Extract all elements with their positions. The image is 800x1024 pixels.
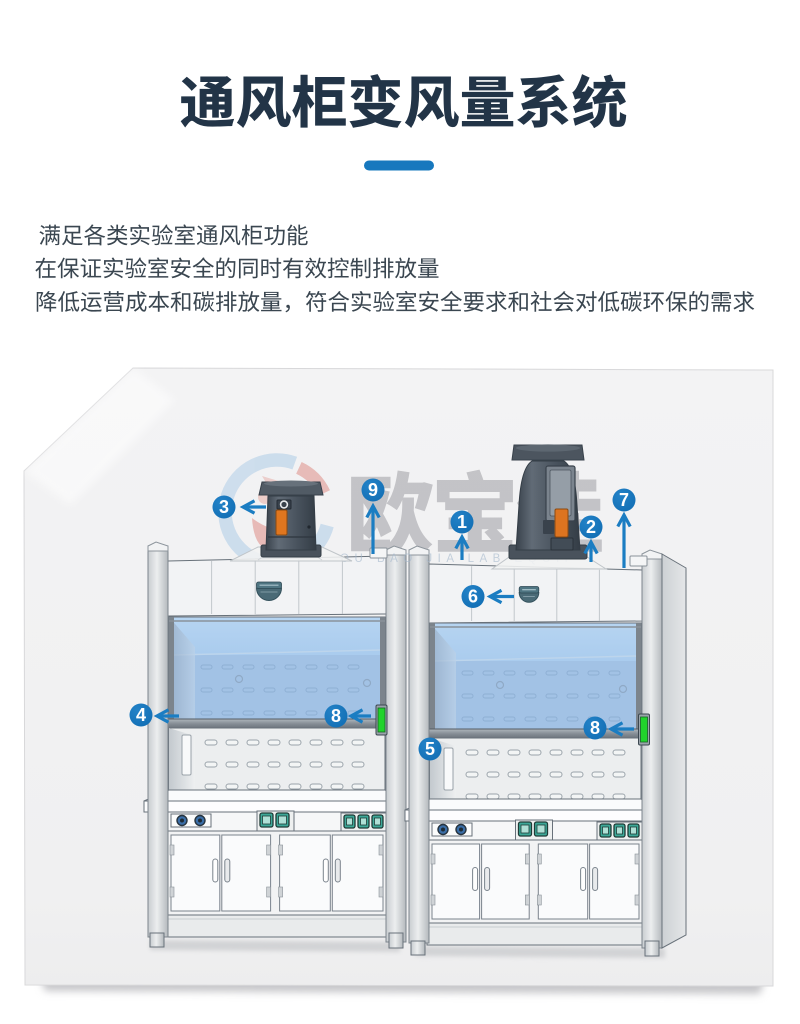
svg-text:1: 1 bbox=[457, 512, 467, 532]
svg-text:5: 5 bbox=[425, 739, 435, 759]
svg-text:3: 3 bbox=[219, 497, 229, 517]
svg-text:9: 9 bbox=[368, 480, 378, 500]
svg-text:8: 8 bbox=[590, 718, 600, 738]
svg-text:8: 8 bbox=[331, 706, 341, 726]
svg-text:4: 4 bbox=[136, 705, 146, 725]
svg-text:6: 6 bbox=[468, 587, 478, 607]
svg-text:7: 7 bbox=[619, 490, 629, 510]
svg-text:2: 2 bbox=[586, 517, 596, 537]
